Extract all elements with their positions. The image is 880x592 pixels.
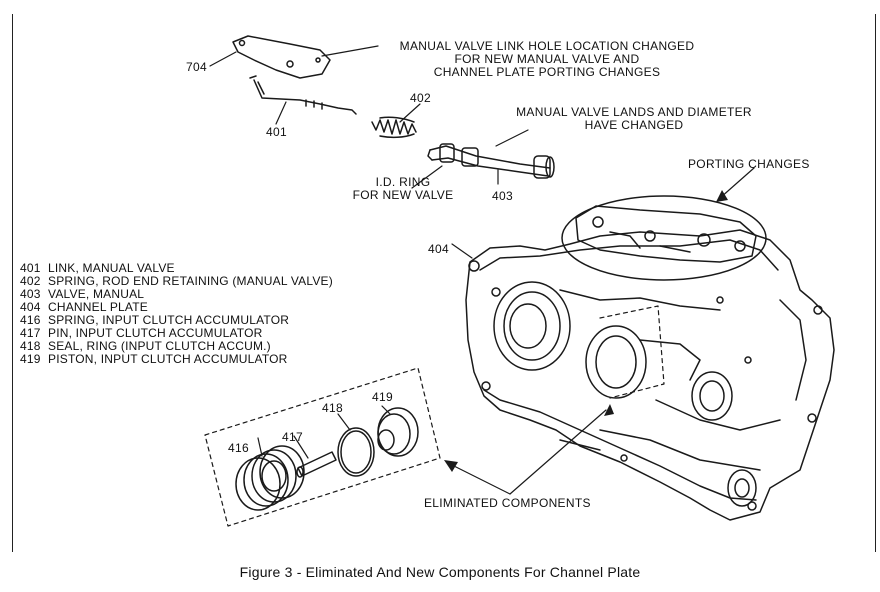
figure-caption: Figure 3 - Eliminated And New Components… [239,564,641,580]
callout-704: 704 [186,60,207,74]
spring-416 [235,445,305,511]
bracket-704 [232,35,331,79]
seal-ring-418 [337,427,375,477]
pin-417 [296,451,337,478]
note-link-hole-line-2: FOR NEW MANUAL VALVE AND [454,52,640,66]
piston-419 [377,407,419,457]
spring-402 [371,116,417,139]
leader-lines [209,45,755,495]
note-valve-lands-line-2: HAVE CHANGED [584,118,684,132]
link-401 [249,75,357,115]
callout-419: 419 [372,390,393,404]
note-eliminated-components: ELIMINATED COMPONENTS [424,496,591,510]
note-id-ring: I.D. RING FOR NEW VALVE [338,176,468,202]
porting-detail [561,195,767,281]
callout-401: 401 [266,125,287,139]
note-link-hole-line-1: MANUAL VALVE LINK HOLE LOCATION CHANGED [399,39,695,53]
callout-417: 417 [282,430,303,444]
callout-403: 403 [492,189,513,203]
note-link-hole-line-3: CHANNEL PLATE PORTING CHANGES [433,65,661,79]
channel-plate-404 [465,229,835,521]
eliminated-components-box [204,305,665,527]
callout-418: 418 [322,401,343,415]
figure-frame [12,14,876,552]
note-link-hole: MANUAL VALVE LINK HOLE LOCATION CHANGED … [382,40,712,79]
callout-404: 404 [428,242,449,256]
note-porting-changes: PORTING CHANGES [688,157,810,171]
callout-416: 416 [228,441,249,455]
manual-valve-403 [427,143,555,179]
exploded-view-drawing [204,35,835,527]
note-id-ring-line-1: I.D. RING [375,175,431,189]
note-valve-lands: MANUAL VALVE LANDS AND DIAMETER HAVE CHA… [498,106,770,132]
note-id-ring-line-2: FOR NEW VALVE [352,188,454,202]
note-valve-lands-line-1: MANUAL VALVE LANDS AND DIAMETER [516,105,752,119]
callout-402: 402 [410,91,431,105]
arrowheads [444,190,728,472]
